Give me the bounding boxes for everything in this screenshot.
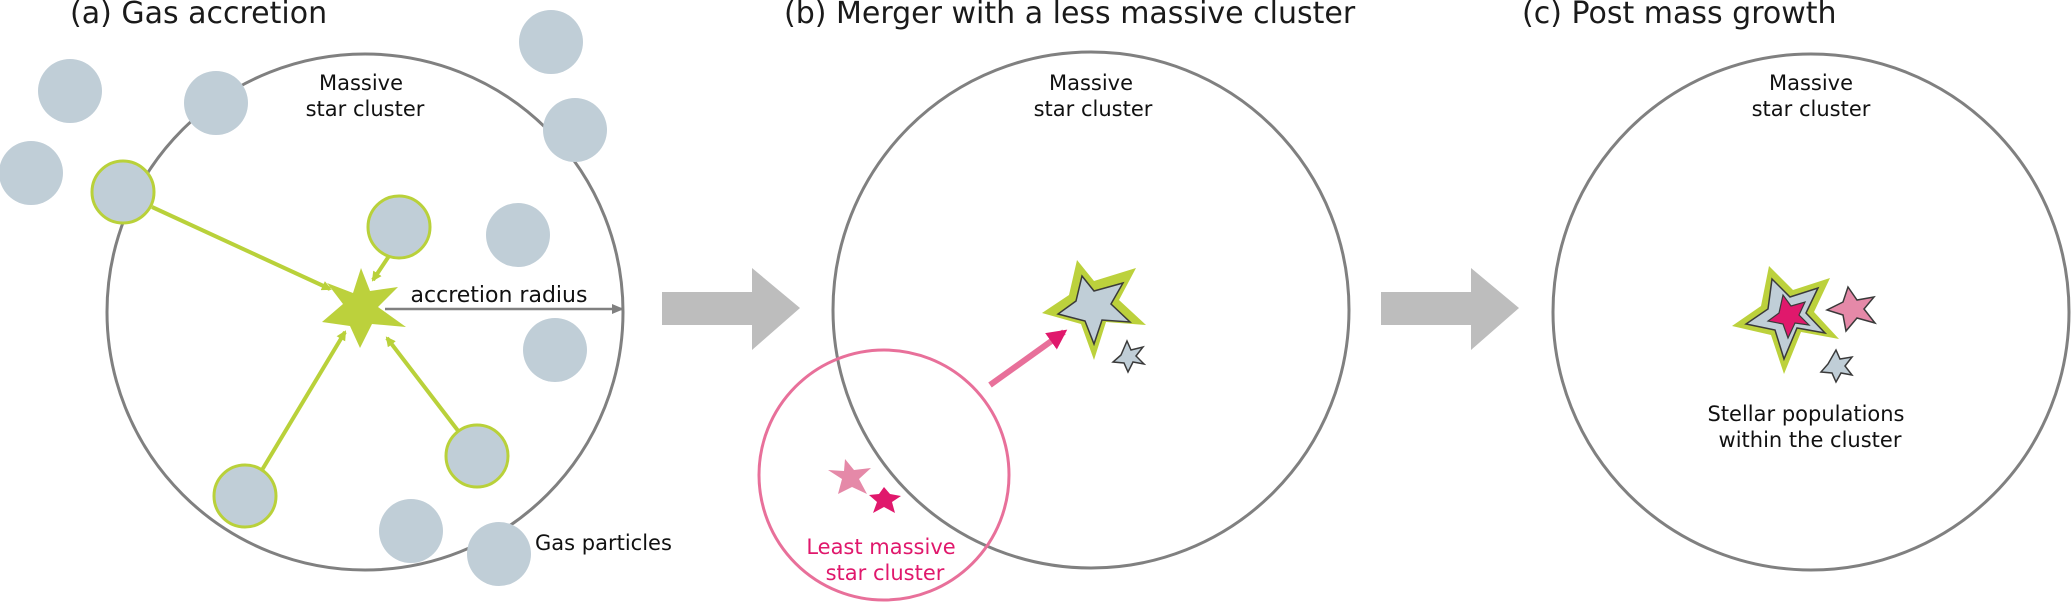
accretion-arrow bbox=[151, 205, 332, 291]
gas-particle bbox=[519, 10, 583, 74]
gas-particle bbox=[543, 98, 607, 162]
massive-cluster-circle-b bbox=[831, 50, 1351, 570]
small-grey-star-c-icon bbox=[1819, 348, 1854, 384]
cluster-label-a-line2: star cluster bbox=[306, 97, 425, 121]
transition-arrow-ab bbox=[662, 268, 800, 350]
panel-b-title: (b) Merger with a less massive cluster bbox=[784, 0, 1356, 31]
accreting-gas-particles bbox=[90, 159, 510, 529]
pink-star-icon bbox=[828, 459, 871, 494]
transition-arrow-bc bbox=[1381, 268, 1519, 350]
pink-star-c-icon bbox=[1825, 285, 1878, 333]
gas-particles bbox=[0, 10, 607, 586]
gas-particle bbox=[467, 522, 531, 586]
least-massive-label-line2: star cluster bbox=[826, 561, 945, 585]
accreting-particle bbox=[212, 463, 278, 529]
gas-particles-label: Gas particles bbox=[535, 531, 672, 555]
panel-a: (a) Gas accretion Massive star cluster bbox=[0, 0, 672, 586]
gas-particle bbox=[38, 59, 102, 123]
panel-c-title: (c) Post mass growth bbox=[1522, 0, 1837, 31]
sink-star-icon bbox=[322, 268, 406, 348]
panel-a-title: (a) Gas accretion bbox=[70, 0, 327, 31]
cluster-label-c-line2: star cluster bbox=[1752, 97, 1871, 121]
gas-particle bbox=[523, 318, 587, 382]
panel-c: (c) Post mass growth Massive star cluste… bbox=[1522, 0, 2071, 572]
merged-star-inner-icon bbox=[1056, 274, 1133, 347]
magenta-star-icon bbox=[869, 487, 901, 513]
panel-b: (b) Merger with a less massive cluster M… bbox=[757, 0, 1356, 602]
accretion-arrow bbox=[371, 254, 391, 282]
accretion-arrow bbox=[385, 336, 461, 434]
gas-particle bbox=[184, 71, 248, 135]
accretion-arrow bbox=[260, 330, 347, 472]
accretion-arrows bbox=[151, 205, 461, 472]
massive-cluster-circle-c bbox=[1551, 52, 2071, 572]
accreting-particle bbox=[366, 194, 432, 260]
populations-label-line1: Stellar populations bbox=[1707, 402, 1904, 426]
cluster-label-a-line1: Massive bbox=[319, 71, 403, 95]
cluster-label-b-line1: Massive bbox=[1049, 71, 1133, 95]
merger-arrow bbox=[988, 329, 1068, 388]
gas-particle bbox=[379, 499, 443, 563]
accreting-particle bbox=[444, 423, 510, 489]
accretion-radius-label: accretion radius bbox=[411, 283, 588, 308]
cluster-label-c-line1: Massive bbox=[1769, 71, 1853, 95]
small-grey-star-icon bbox=[1111, 339, 1147, 374]
least-massive-label-line1: Least massive bbox=[806, 535, 955, 559]
gas-particle bbox=[0, 141, 63, 205]
accreting-particle bbox=[90, 159, 156, 225]
cluster-label-b-line2: star cluster bbox=[1034, 97, 1153, 121]
populations-label-line2: within the cluster bbox=[1719, 428, 1902, 452]
gas-particle bbox=[486, 203, 550, 267]
least-massive-cluster-circle bbox=[757, 348, 1011, 602]
combined-star-core-icon bbox=[1766, 293, 1811, 340]
